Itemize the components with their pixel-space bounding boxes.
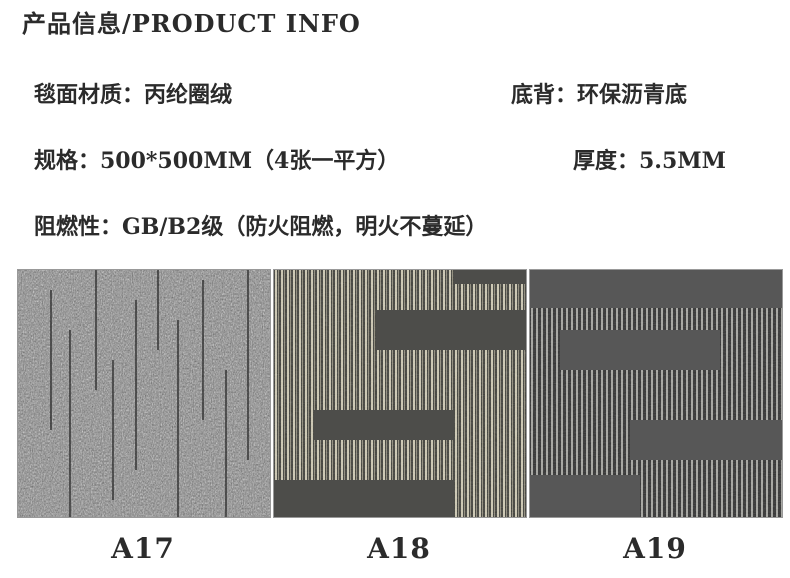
carpet-tile-swatch-a18[interactable] bbox=[273, 269, 527, 518]
carpet-texture-a18 bbox=[274, 270, 526, 517]
spec-backing: 底背：环保沥青底 bbox=[511, 82, 688, 108]
carpet-tile-swatch-a19[interactable] bbox=[529, 269, 783, 518]
spec-material: 毯面材质：丙纶圈绒 bbox=[34, 82, 233, 108]
carpet-tile-swatch-a17[interactable] bbox=[17, 269, 271, 518]
carpet-texture-a19 bbox=[530, 270, 782, 517]
page-title: 产品信息/PRODUCT INFO bbox=[22, 9, 361, 38]
carpet-texture-a17 bbox=[18, 270, 270, 517]
product-code-a18: A18 bbox=[367, 532, 431, 565]
product-code-a19: A19 bbox=[623, 532, 687, 565]
spec-size: 规格：500*500MM（4张一平方） bbox=[34, 148, 400, 174]
product-code-a17: A17 bbox=[111, 532, 175, 565]
spec-fire-rating: 阻燃性：GB/B2级（防火阻燃，明火不蔓延） bbox=[34, 214, 488, 240]
spec-thickness: 厚度：5.5MM bbox=[573, 148, 726, 174]
